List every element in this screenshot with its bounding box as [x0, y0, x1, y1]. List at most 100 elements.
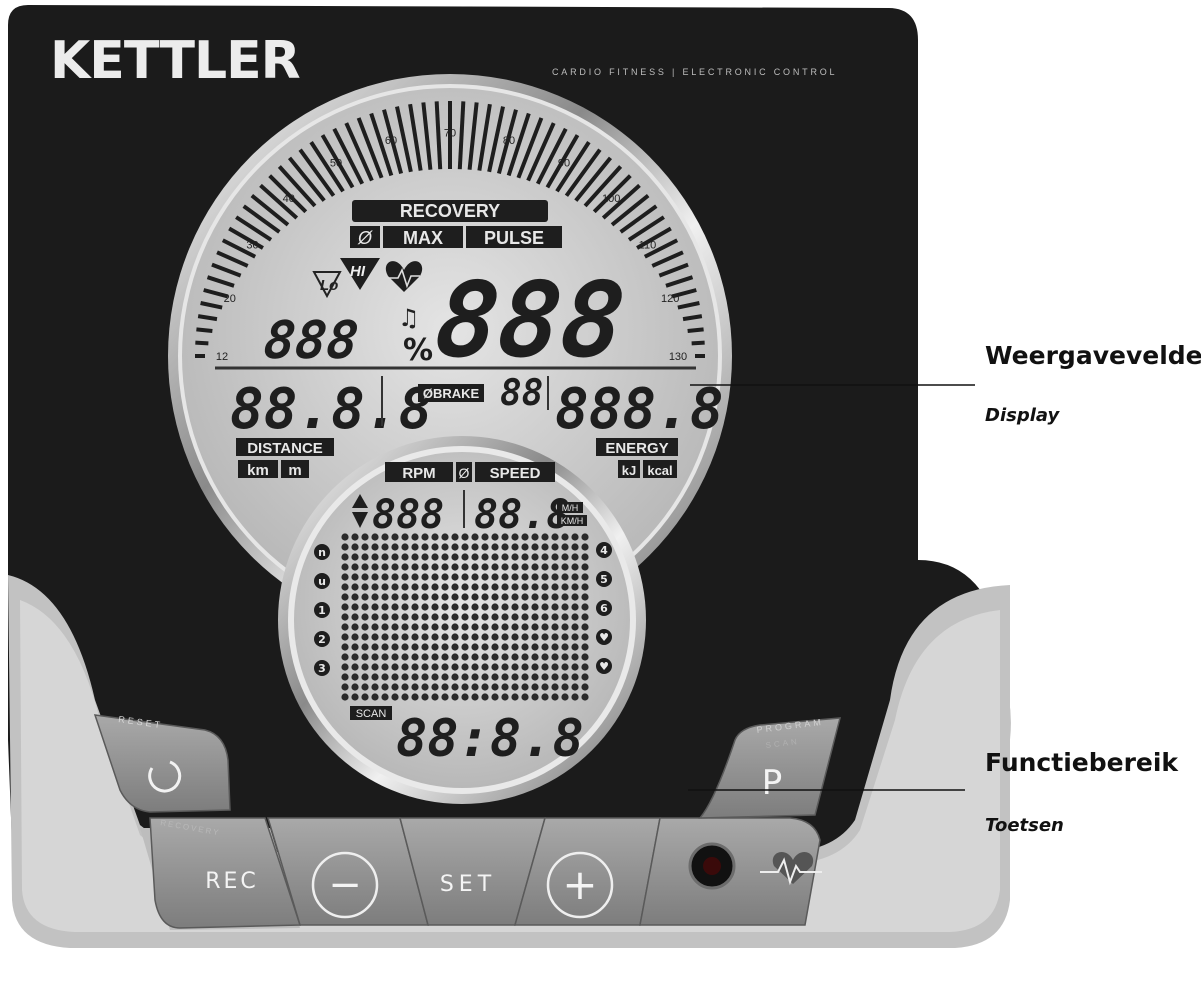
- rec-button[interactable]: [149, 817, 302, 929]
- program-icon-label: n: [318, 546, 326, 559]
- display-annotation-subtitle: Display: [985, 405, 1060, 426]
- display-annotation-title: Weergavevelden: [985, 341, 1201, 370]
- pulse-scale-bar: [369, 112, 394, 177]
- pulse-scale-bar: [677, 301, 700, 310]
- pulse-scale-label: 30: [246, 239, 258, 251]
- program-icon-circle: [596, 600, 612, 616]
- program-icon-label: ♥: [599, 660, 609, 673]
- ecg-line: [760, 857, 822, 886]
- pulse-scale-label: 130: [669, 351, 687, 363]
- pulse-scale-bar: [408, 103, 423, 171]
- program-icon-label: 3: [318, 662, 326, 675]
- minus-circle-icon: [311, 851, 379, 919]
- program-icon-label: 5: [600, 573, 608, 586]
- time-digits: 88:8.8: [396, 709, 584, 769]
- mh-unit: M/H: [562, 503, 579, 513]
- pulse-scale-label: 12: [216, 351, 228, 363]
- brand-tagline: CARDIO FITNESS | ELECTRONIC CONTROL: [552, 67, 837, 77]
- kcal-unit: kcal: [647, 463, 672, 478]
- plus-button-label: +: [562, 860, 597, 909]
- pulse-scale-bar: [583, 165, 623, 208]
- program-icon-circle: [596, 542, 612, 558]
- program-icon-circle: [596, 571, 612, 587]
- pulse-scale-bar: [344, 122, 374, 182]
- program-icon-label: 1: [318, 604, 326, 617]
- pulse-scale-label: 40: [283, 193, 295, 205]
- pulse-scale-bar: [268, 174, 308, 214]
- reset-button[interactable]: [93, 714, 231, 813]
- pulse-scale-bar: [636, 226, 672, 250]
- speed-label: SPEED: [490, 465, 541, 482]
- mh-pill: [557, 502, 583, 513]
- pulse-digits: 888: [430, 259, 631, 381]
- pulse-scale-label: 60: [385, 135, 397, 147]
- avg-symbol: Ø: [357, 228, 373, 248]
- pulse-scale-bar: [287, 156, 326, 202]
- avg-speed-pill: [456, 462, 472, 482]
- buttons-annotation-title: Functiebereik: [985, 748, 1179, 777]
- speed-pill: [475, 462, 555, 482]
- scan-caption: SCAN: [765, 737, 800, 750]
- recovery-pill: [352, 200, 548, 222]
- down-arrow-icon: [352, 512, 368, 528]
- m-unit: m: [288, 462, 301, 479]
- km-unit: km: [247, 462, 269, 479]
- right-program-icons: 456♥♥: [596, 542, 612, 674]
- pulse-scale-bar: [200, 301, 223, 310]
- program-button[interactable]: [698, 717, 841, 819]
- percent-digits: 888: [261, 311, 361, 371]
- pulse-scale-bar: [564, 148, 602, 197]
- up-arrow-icon: [352, 494, 368, 508]
- scan-pill: [350, 706, 392, 720]
- kcal-pill: [643, 460, 677, 478]
- pulse-scale-bar: [574, 156, 613, 202]
- pulse-scale-bar: [196, 327, 213, 334]
- pulse-scale-bar: [211, 262, 242, 278]
- pulse-socket-inner: [703, 857, 721, 875]
- pulse-scale-bar: [277, 165, 317, 208]
- max-pill: [383, 226, 463, 248]
- pulse-scale-bar: [671, 288, 697, 299]
- plus-circle-icon: [546, 851, 614, 919]
- avg-pill: [350, 226, 380, 248]
- minus-button-label: −: [328, 862, 362, 908]
- p-button-label: P: [762, 763, 783, 803]
- pulse-scale-bar: [216, 250, 249, 268]
- program-icon-label: 6: [600, 602, 608, 615]
- kmh-pill: [557, 515, 587, 526]
- pulse-scale-bar: [526, 122, 556, 182]
- pulse-scale-bar: [619, 204, 658, 234]
- pulse-scale-bar: [382, 109, 404, 174]
- pulse-scale-bar: [601, 183, 641, 220]
- pulse-scale-bar: [332, 127, 365, 185]
- kettler-logo: KETTLER: [50, 31, 300, 91]
- program-icon-circle: [314, 573, 330, 589]
- rec-button-label: REC: [205, 869, 259, 894]
- pulse-scale-bars: [195, 101, 705, 358]
- pulse-scale-bar: [356, 117, 384, 179]
- pulse-scale-bar: [206, 275, 235, 288]
- pulse-scale-bar: [658, 262, 689, 278]
- pulse-scale-bar: [506, 112, 531, 177]
- reset-arrow-icon: [148, 760, 182, 793]
- pulse-scale-label: 110: [639, 239, 657, 251]
- pulse-scale-bar: [467, 102, 479, 170]
- pulse-scale-bar: [235, 215, 273, 242]
- pulse-pill: [466, 226, 562, 248]
- energy-digits: 888.8: [555, 377, 724, 442]
- program-icon-circle: [596, 658, 612, 674]
- pulse-scale-bar: [682, 314, 703, 322]
- distance-digits: 88.8.8: [230, 377, 432, 442]
- pulse-scale-bar: [395, 106, 413, 173]
- pulse-scale-label: 20: [224, 293, 236, 305]
- program-icon-circle: [314, 602, 330, 618]
- pulse-scale-label: 100: [602, 193, 620, 205]
- pulse-scale-bar: [487, 106, 505, 173]
- program-icon-circle: [314, 544, 330, 560]
- recovery-label: RECOVERY: [400, 201, 500, 221]
- pulse-scale-label: 120: [661, 293, 679, 305]
- pulse-scale-bar: [592, 174, 632, 214]
- program-icon-label: u: [318, 575, 326, 588]
